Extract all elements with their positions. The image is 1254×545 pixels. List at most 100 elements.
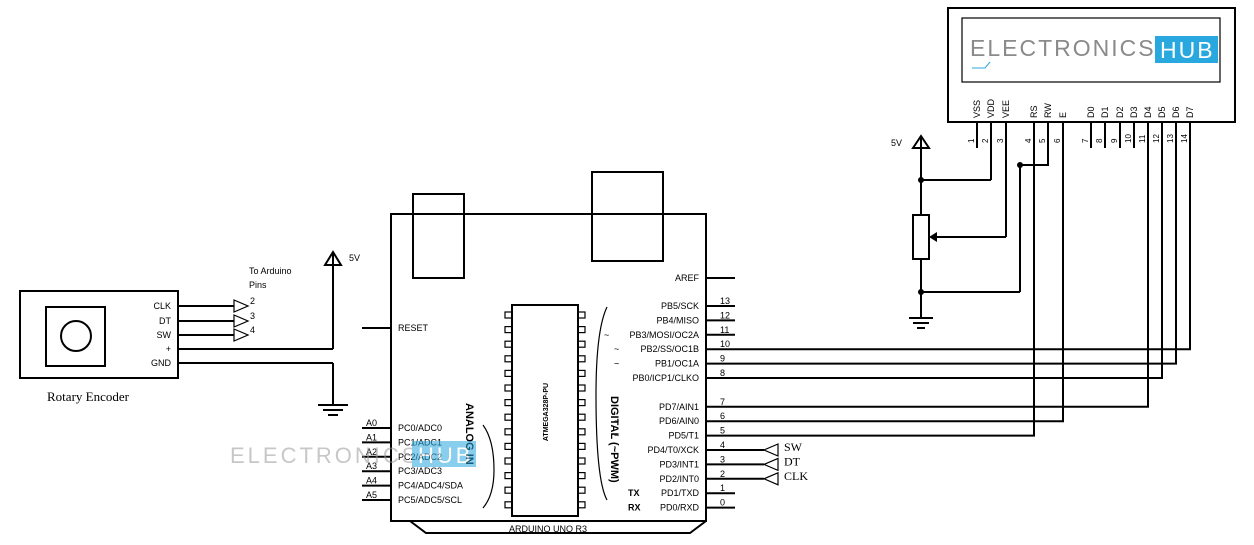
lcd-pin-number: 1 (967, 138, 976, 143)
encoder-input-label: SW (784, 440, 803, 454)
watermark-right: HUB (418, 443, 473, 468)
encoder-input-flag (762, 471, 779, 486)
digital-pin-number: 12 (720, 310, 730, 320)
analog-pin-number: A3 (366, 461, 377, 471)
lcd-wire (735, 148, 1035, 437)
watermark-left: ELECTRONICS (230, 443, 419, 468)
encoder-5v-label: 5V (349, 253, 360, 263)
lcd-pin-number: 5 (1038, 138, 1047, 143)
encoder-output-flag (233, 328, 250, 342)
digital-pin-name: PB1/OC1A (655, 359, 699, 369)
pwm-marker: ~ (614, 459, 619, 469)
chip-leg-left (504, 311, 513, 319)
pwm-marker: ~ (614, 416, 619, 426)
chip-leg-right (577, 442, 586, 450)
chip-leg-left (504, 413, 513, 421)
chip-leg-right (577, 486, 586, 494)
chip-leg-left (504, 340, 513, 348)
encoder-pin-label: + (166, 344, 171, 354)
digital-pin-name: PD2/INT0 (659, 474, 699, 484)
board-label: ARDUINO UNO R3 (509, 524, 587, 534)
analog-pin-name: PC3/ADC3 (398, 466, 442, 476)
chip-leg-right (577, 384, 586, 392)
digital-pin-name: PD7/AIN1 (659, 402, 699, 412)
serial-tag: TX (628, 488, 640, 498)
atmega-chip (511, 304, 579, 517)
encoder-note-line1: To Arduino (249, 266, 292, 276)
digital-pin-number: 4 (720, 440, 725, 450)
board-tab (409, 520, 707, 534)
lcd-logo-badge (1155, 36, 1218, 63)
digital-pin-number: 6 (720, 411, 725, 421)
lcd-pin-number: 14 (1180, 134, 1189, 143)
digital-pin-number: 8 (720, 368, 725, 378)
chip-leg-right (577, 457, 586, 465)
pwm-marker: ~ (614, 431, 619, 441)
serial-tag: RX (628, 503, 641, 513)
lcd-wire (735, 148, 1163, 379)
contrast-potentiometer: 5V (891, 134, 1034, 329)
power-jack (591, 171, 664, 262)
watermark-badge (412, 441, 476, 467)
digital-pin-number: 7 (720, 397, 725, 407)
lcd-module: ELECTRONICS HUB VSS1VDD2VEE3RS4RW5E6D07D… (947, 7, 1236, 148)
digital-pin-number: 3 (720, 454, 725, 464)
lcd-pin-number: 9 (1110, 138, 1119, 143)
arduino-board: ARDUINO UNO R3 ATMEGA328P-PU RESET AREF … (362, 171, 735, 534)
lcd-screen (961, 17, 1221, 83)
chip-leg-right (577, 369, 586, 377)
encoder-pin-label: CLK (153, 301, 171, 311)
chip-leg-left (504, 472, 513, 480)
chip-leg-left (504, 399, 513, 407)
chip-leg-left (504, 442, 513, 450)
lcd-pin-name: D7 (1185, 106, 1195, 118)
pwm-marker: ~ (614, 359, 619, 369)
lcd-pin-number: 12 (1152, 134, 1161, 143)
pwm-marker: ~ (614, 344, 619, 354)
chip-leg-right (577, 413, 586, 421)
encoder-title: Rotary Encoder (47, 389, 130, 404)
digital-pin-name: PD1/TXD (661, 488, 700, 498)
encoder-output-flag (233, 314, 250, 328)
chip-leg-left (504, 369, 513, 377)
digital-pin-name: PD4/T0/XCK (647, 445, 699, 455)
chip-leg-left (504, 457, 513, 465)
analog-pin-name: PC5/ADC5/SCL (398, 495, 462, 505)
digital-pin-name: PD3/INT1 (659, 459, 699, 469)
digital-pin-name: PB2/SS/OC1B (640, 344, 699, 354)
analog-pin-number: A2 (366, 447, 377, 457)
lcd-pin-number: 10 (1124, 134, 1133, 143)
lcd-pin-name: RW (1043, 103, 1053, 118)
analog-pin-number: A0 (366, 418, 377, 428)
lcd-pin-name: VSS (972, 100, 982, 118)
digital-pin-number: 13 (720, 296, 730, 306)
analog-pin-number: A5 (366, 490, 377, 500)
chip-leg-right (577, 340, 586, 348)
lcd-pin-name: E (1058, 112, 1068, 118)
lcd-pin-name: VDD (986, 98, 996, 118)
chip-leg-right (577, 472, 586, 480)
encoder-input-label: CLK (784, 469, 808, 483)
encoder-pin-number: 3 (250, 311, 255, 321)
lcd-pin-name: D6 (1171, 106, 1181, 118)
lcd-logo: ELECTRONICS HUB (970, 35, 1218, 69)
digital-pin-number: 10 (720, 339, 730, 349)
lcd-pin-number: 3 (996, 138, 1005, 143)
chip-leg-left (504, 355, 513, 363)
digital-header: DIGITAL (~PWM) (608, 396, 620, 483)
chip-label: ATMEGA328P-PU (543, 383, 550, 441)
lcd-pin-number: 8 (1095, 138, 1104, 143)
chip-leg-right (577, 355, 586, 363)
chip-leg-right (577, 501, 586, 509)
arduino-outline (390, 213, 707, 522)
lcd-logo-left: ELECTRONICS (970, 35, 1156, 61)
digital-pin-number: 5 (720, 426, 725, 436)
digital-pin-number: 9 (720, 354, 725, 364)
lcd-pins: VSS1VDD2VEE3RS4RW5E6D07D18D29D310D411D51… (967, 98, 1195, 148)
encoder-input-flag (762, 457, 779, 472)
lcd-pin-name: RS (1029, 105, 1039, 118)
digital-pins: 13PB5/SCK12PB4/MISO11PB3/MOSI/OC2A~10PB2… (604, 296, 735, 513)
chip-leg-left (504, 428, 513, 436)
